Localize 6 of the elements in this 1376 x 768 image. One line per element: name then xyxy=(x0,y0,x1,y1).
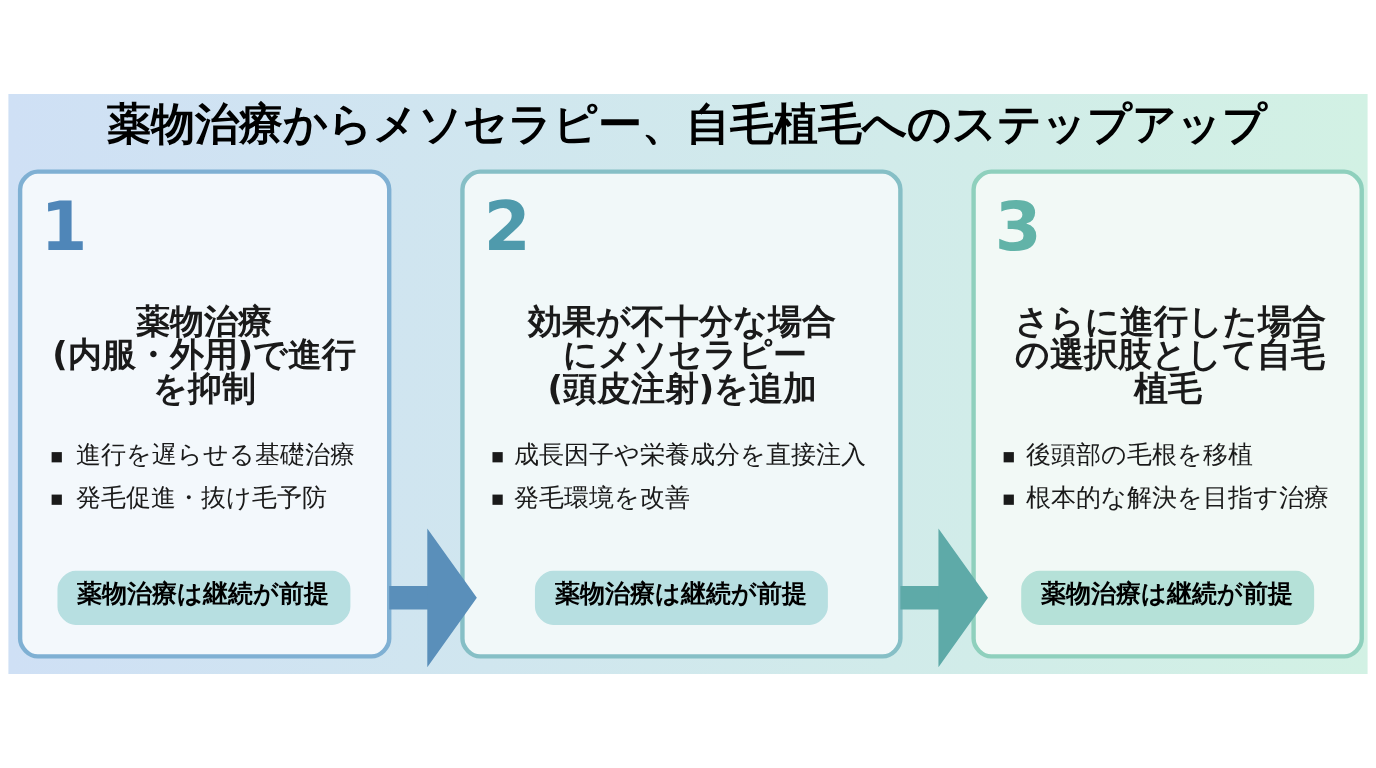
arrow xyxy=(389,528,477,668)
diagram-title: 薬物治療からメソセラピー、自毛植毛へのステップアップ xyxy=(107,98,1268,150)
arrow xyxy=(900,528,988,668)
node-box: 薬物治療は継続が前提 xyxy=(534,570,828,625)
node-box: 薬物治療は継続が前提 xyxy=(57,570,351,625)
node-box: 薬物治療は継続が前提 xyxy=(1021,570,1315,625)
